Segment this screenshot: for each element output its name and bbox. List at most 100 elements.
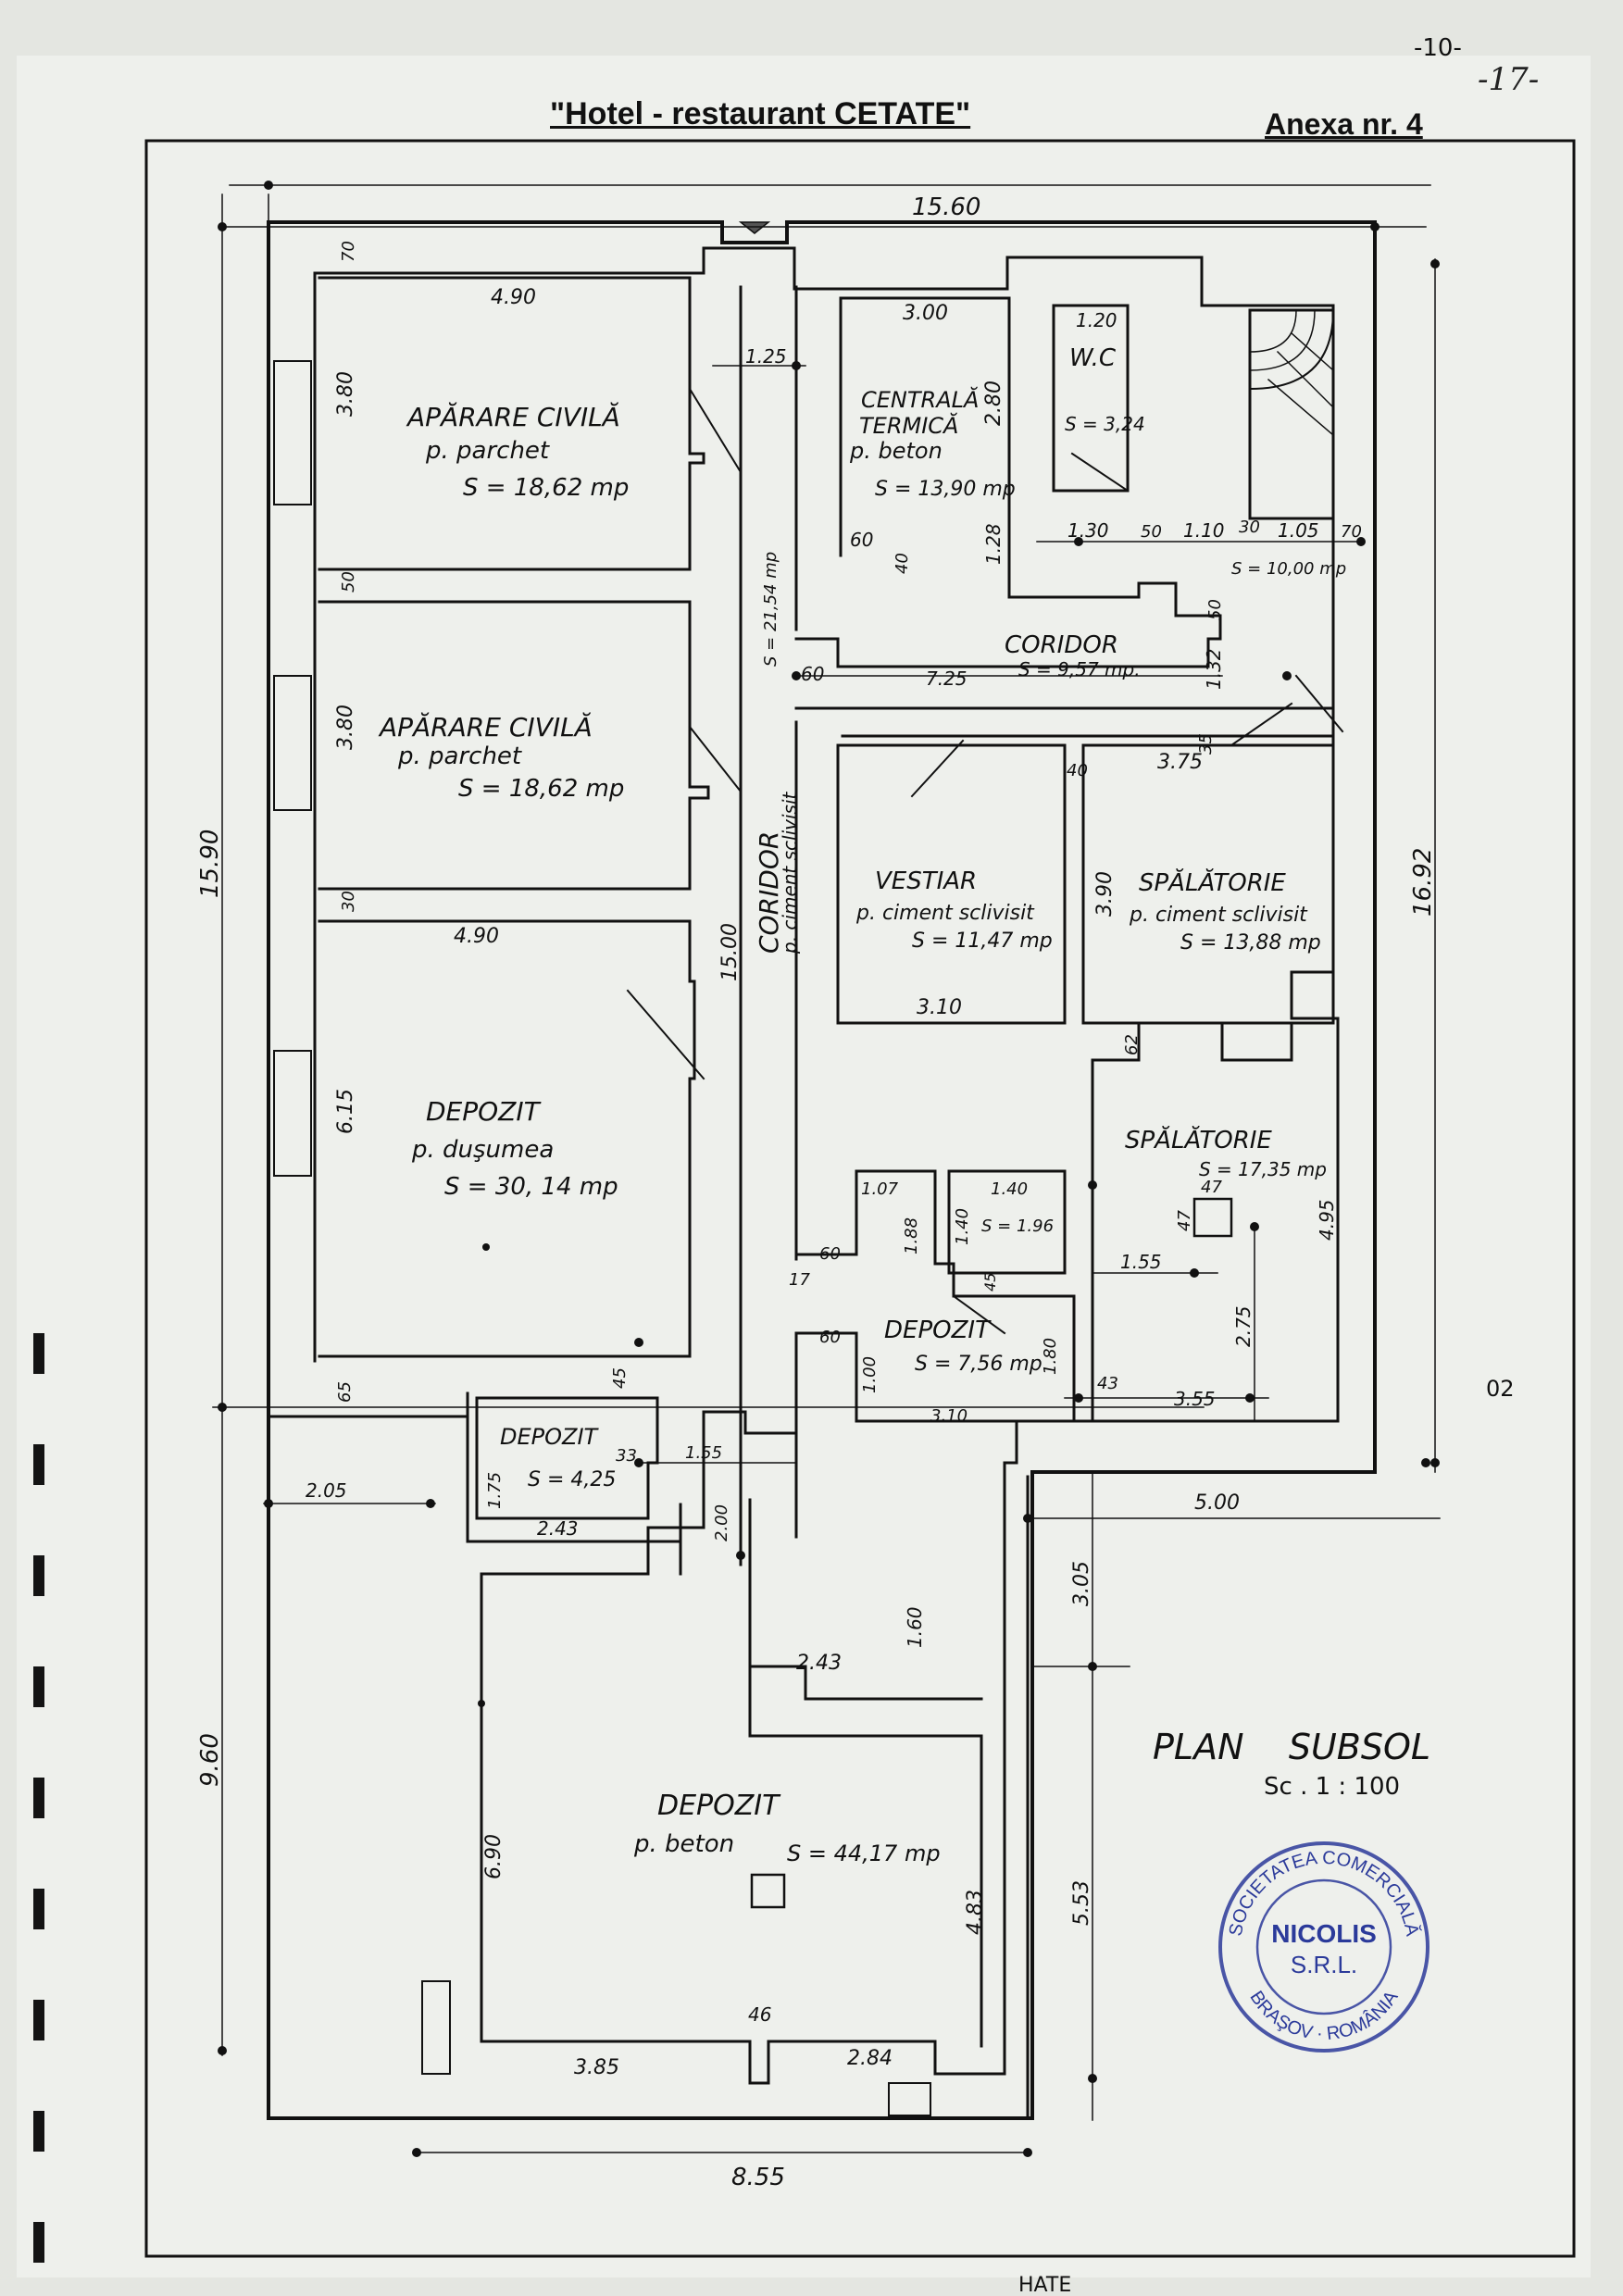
room-name: APĂRARE CIVILĂ [378, 711, 593, 742]
dim-label: 3.10 [930, 1406, 968, 1426]
room-name: SPĂLĂTORIE [1139, 867, 1286, 897]
dim-label: 1.60 [904, 1606, 926, 1648]
dim-label: 30 [1239, 518, 1260, 537]
room-area: S = 18,62 mp [463, 474, 629, 502]
room-floor: p. ciment sclivisit [779, 791, 801, 955]
dim-label: 3.90 [1093, 871, 1117, 917]
dim-label: 60 [819, 1244, 841, 1264]
dim-label: 4.90 [454, 925, 499, 948]
dim-label: 4.83 [964, 1890, 987, 1935]
drawing-title: PLAN SUBSOL [1153, 1727, 1430, 1767]
room-area: S = 30, 14 mp [444, 1173, 618, 1201]
side-mark: 02 [1486, 1376, 1515, 1402]
room-name: W.C [1069, 344, 1117, 372]
dim-label: 1.25 [745, 345, 787, 368]
dim-label: 1.07 [861, 1179, 899, 1199]
dim-label: 62 [1122, 1034, 1142, 1055]
dim-label: 46 [748, 2003, 771, 2026]
room-floor: p. parchet [425, 437, 550, 465]
dim-label: 3.55 [1174, 1388, 1216, 1410]
dim-label: 40 [893, 553, 912, 574]
room-area: S = 4,25 [528, 1468, 616, 1491]
dim-label: 15.00 [718, 923, 742, 981]
company-stamp: SOCIETATEA COMERCIALĂ BRAŞOV · ROMÂNIA N… [1218, 1841, 1429, 2053]
dim-label: 5.00 [1194, 1491, 1240, 1515]
annex-label: Anexa nr. 4 [1265, 107, 1423, 141]
room-name: APĂRARE CIVILĂ [406, 401, 620, 432]
dim-label: 1.40 [991, 1179, 1028, 1199]
dim-label: 9.60 [196, 1733, 224, 1787]
room-area: S = 18,62 mp [458, 775, 624, 803]
dim-label: 50 [1141, 522, 1162, 542]
room-name: CORIDOR [754, 831, 784, 954]
project-title: "Hotel - restaurant CETATE" [550, 96, 971, 131]
dim-label: 8.55 [731, 2164, 785, 2191]
dim-label: 2.80 [982, 381, 1005, 426]
dim-label: 3.80 [334, 371, 357, 417]
dim-label: 47 [1201, 1178, 1222, 1197]
stamp-name: NICOLIS [1271, 1919, 1377, 1948]
stray-mark: -10- [1414, 34, 1462, 62]
room-area: S = 13,90 mp [875, 478, 1016, 501]
dim-label: 60 [819, 1328, 841, 1347]
dim-label: 60 [850, 529, 873, 551]
room-area: S = 11,47 mp [912, 930, 1053, 953]
dim-label: 15.90 [196, 830, 224, 898]
room-name: DEPOZIT [884, 1316, 992, 1344]
room-floor: p. parchet [397, 742, 522, 770]
room-floor: p. beton [849, 438, 943, 464]
dim-label: 1.32 [1203, 648, 1225, 690]
room-name: DEPOZIT [500, 1424, 600, 1450]
dim-label: 70 [339, 241, 358, 262]
dim-label: 1.55 [685, 1443, 722, 1463]
room-area: S = 21,54 mp [761, 552, 780, 667]
dim-label: 1.05 [1278, 519, 1319, 542]
dim-label: 43 [1097, 1374, 1118, 1393]
room-area: S = 17,35 mp [1199, 1158, 1327, 1180]
dim-label: S = 1.96 [981, 1217, 1054, 1236]
dim-label: 4.95 [1316, 1199, 1338, 1241]
dim-label: 33 [616, 1446, 637, 1466]
dim-label: 1.80 [1041, 1338, 1060, 1375]
dim-label: 70 [1341, 522, 1362, 542]
room-floor: p. ciment sclivisit [1129, 904, 1308, 927]
dim-label: 1.10 [1183, 519, 1225, 542]
dim-label: 1.40 [953, 1208, 972, 1245]
dim-label: 17 [789, 1270, 810, 1290]
dim-label: 50 [1205, 599, 1225, 620]
room-name: DEPOZIT [426, 1096, 542, 1127]
dim-label: 2.43 [796, 1652, 842, 1675]
paper-sheet [17, 56, 1591, 2277]
room-area: S = 3,24 [1065, 413, 1145, 435]
dim-label: 50 [339, 571, 358, 593]
room-area: S = 44,17 mp [787, 1841, 941, 1866]
dim-label: 4.90 [491, 286, 536, 309]
dim-label: S = 10,00 mp [1231, 559, 1346, 579]
dim-label: 3.75 [1157, 751, 1203, 774]
dim-label: 1.30 [1067, 519, 1109, 542]
room-name: SPĂLĂTORIE [1125, 1125, 1272, 1154]
dim-label: 3.10 [917, 996, 962, 1019]
dim-label: 35 [1196, 733, 1216, 755]
room-area: S = 9,57 mp. [1018, 658, 1141, 680]
dim-label: 1.00 [860, 1356, 880, 1393]
dim-label: 5.53 [1070, 1880, 1093, 1926]
drawing-scale: Sc . 1 : 100 [1264, 1773, 1400, 1801]
dim-label: 1.28 [982, 523, 1005, 565]
room-name: VESTIAR [875, 867, 977, 895]
room-floor: p. ciment sclivisit [855, 902, 1035, 925]
bottom-mark: HATE [1018, 2274, 1071, 2296]
dim-label: 15.60 [912, 193, 980, 221]
dim-label: 40 [1067, 761, 1088, 780]
dim-label: 45 [610, 1367, 630, 1389]
dim-label: 2.75 [1232, 1305, 1255, 1347]
room-name: CORIDOR [1005, 631, 1118, 659]
room-area: S = 7,56 mp [915, 1353, 1042, 1376]
room-area: S = 13,88 mp [1180, 931, 1321, 955]
dim-label: 2.05 [306, 1479, 347, 1502]
room-floor: p. duşumea [411, 1136, 554, 1164]
dim-label: 60 [801, 663, 824, 685]
dim-label: 3.80 [334, 705, 357, 750]
